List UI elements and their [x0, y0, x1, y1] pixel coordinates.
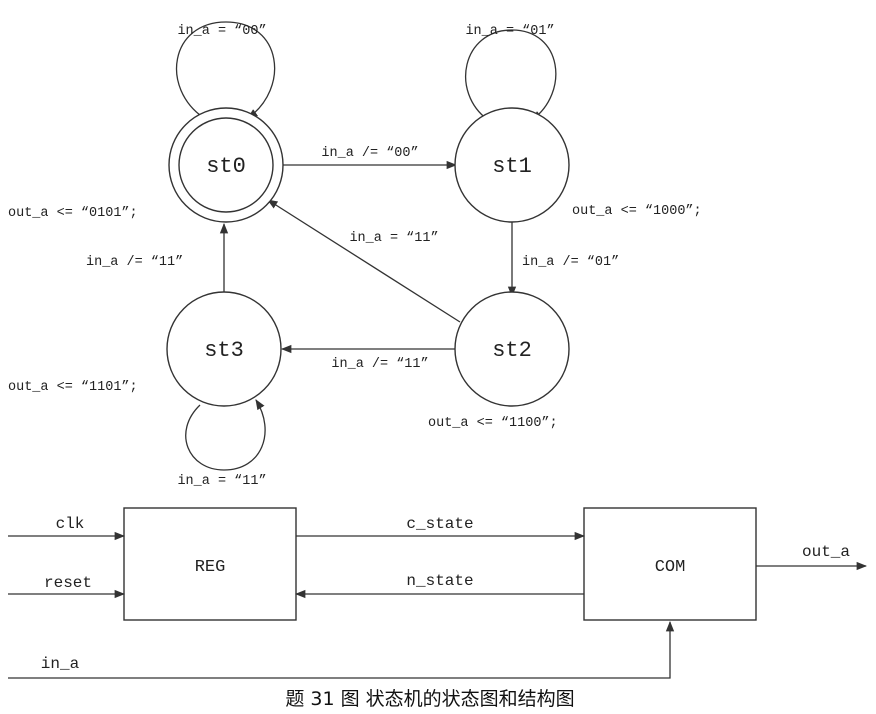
- st0-output-label: out_a <= “0101”;: [8, 206, 138, 221]
- c-state-label: c_state: [406, 515, 473, 533]
- figure-caption: 题 31 图 状态机的状态图和结构图: [285, 688, 574, 710]
- in-a-label: in_a: [41, 655, 80, 673]
- out-a-label: out_a: [802, 543, 850, 561]
- n-state-label: n_state: [406, 572, 473, 590]
- state-st2-label: st2: [492, 338, 532, 363]
- st3-output-label: out_a <= “1101”;: [8, 380, 138, 395]
- reg-block: [123, 507, 297, 621]
- clk-label: clk: [56, 515, 85, 533]
- state-st3: st3: [166, 291, 282, 407]
- st1-output-label: out_a <= “1000”;: [572, 204, 702, 219]
- reset-label: reset: [44, 574, 92, 592]
- com-block-label: COM: [655, 558, 686, 577]
- st1-self-loop: [465, 29, 557, 121]
- st1-self-label: in_a = “01”: [465, 24, 554, 39]
- reg-block-label: REG: [195, 558, 226, 577]
- state-st0-label: st0: [206, 154, 246, 179]
- state-st0: st0: [168, 107, 284, 223]
- st3-self-loop: [185, 399, 266, 471]
- st0-self-loop: [175, 21, 276, 119]
- st2-to-st0-arrow: [267, 199, 461, 323]
- com-block: [583, 507, 757, 621]
- in-a-wire: [8, 620, 675, 679]
- st3-to-st0-label: in_a /= “11”: [86, 255, 183, 270]
- state-st1-label: st1: [492, 154, 532, 179]
- state-st2: st2: [454, 291, 570, 407]
- st3-self-label: in_a = “11”: [177, 474, 266, 489]
- state-st1: st1: [454, 107, 570, 223]
- st2-output-label: out_a <= “1100”;: [428, 416, 558, 431]
- st2-to-st3-label: in_a /= “11”: [331, 357, 428, 372]
- st1-to-st2-label: in_a /= “01”: [522, 255, 619, 270]
- st2-to-st0-label: in_a = “11”: [349, 231, 438, 246]
- st0-to-st1-label: in_a /= “00”: [321, 146, 418, 161]
- st0-self-label: in_a = “00”: [177, 24, 266, 39]
- state-st3-label: st3: [204, 338, 244, 363]
